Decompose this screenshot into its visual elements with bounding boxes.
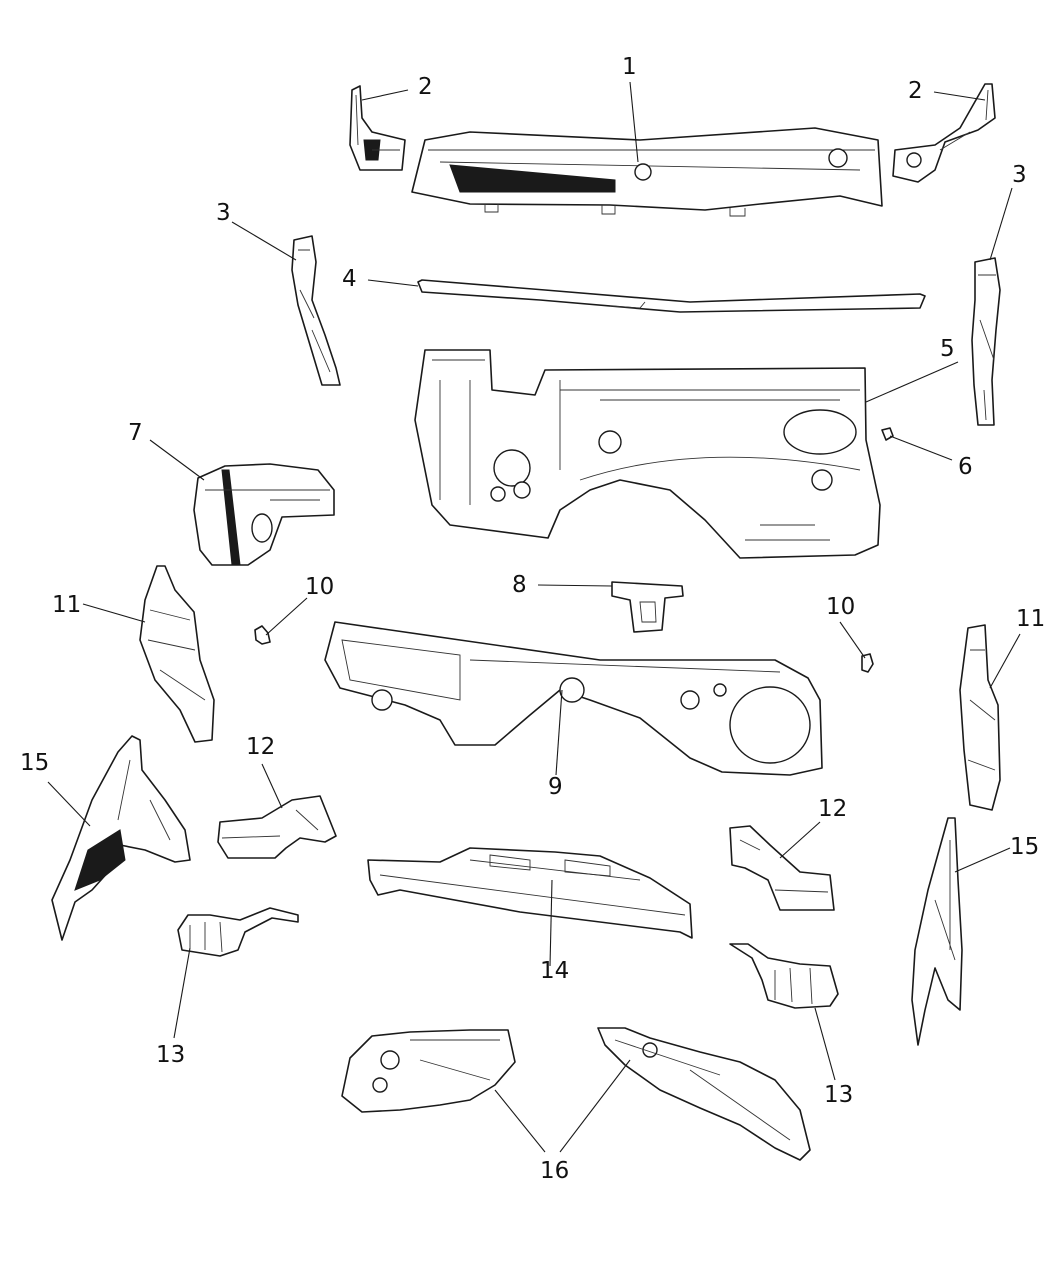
part-12-left-duct[interactable] — [217, 795, 337, 859]
callout-8: 8 — [512, 572, 527, 598]
part-14-crossmember[interactable] — [367, 847, 693, 939]
callout-2-left: 2 — [418, 74, 433, 100]
leader-lines — [47, 81, 1021, 1153]
callout-16: 16 — [540, 1158, 569, 1184]
callout-6: 6 — [958, 454, 973, 480]
part-3-right-duct[interactable] — [971, 257, 1001, 426]
callout-3-left: 3 — [216, 200, 231, 226]
callout-3-right: 3 — [1012, 162, 1027, 188]
callout-1: 1 — [622, 54, 637, 80]
part-10-right-clip[interactable] — [861, 653, 874, 673]
part-12-right-duct[interactable] — [729, 825, 835, 911]
part-4-seal-strip[interactable] — [417, 279, 926, 313]
callout-15-right: 15 — [1010, 834, 1039, 860]
part-6-clip[interactable] — [881, 427, 894, 441]
callout-13-left: 13 — [156, 1042, 185, 1068]
part-5-dash-panel[interactable] — [414, 349, 881, 559]
part-13-right-bracket[interactable] — [729, 943, 839, 1009]
part-7-insulator[interactable] — [193, 463, 335, 566]
callout-11-right: 11 — [1016, 606, 1045, 632]
callout-4: 4 — [342, 266, 357, 292]
callout-9: 9 — [548, 774, 563, 800]
callout-13-right: 13 — [824, 1082, 853, 1108]
part-15-right-liner[interactable] — [911, 817, 963, 1046]
part-15-left-liner[interactable] — [51, 735, 191, 941]
callout-7: 7 — [128, 420, 143, 446]
callout-5: 5 — [940, 336, 955, 362]
callout-10-right: 10 — [826, 594, 855, 620]
callout-12-left: 12 — [246, 734, 275, 760]
callout-2-right: 2 — [908, 78, 923, 104]
part-9-silencer[interactable] — [324, 621, 823, 776]
part-11-left-panel[interactable] — [139, 565, 215, 743]
part-13-left-bracket[interactable] — [177, 907, 299, 957]
callout-10-left: 10 — [305, 574, 334, 600]
callout-15-left: 15 — [20, 750, 49, 776]
part-2-right-bracket[interactable] — [892, 83, 996, 183]
part-11-right-panel[interactable] — [959, 624, 1001, 811]
callout-14: 14 — [540, 958, 569, 984]
part-3-left-duct[interactable] — [291, 235, 341, 386]
part-2-left-bracket[interactable] — [349, 85, 406, 171]
part-16-left-reinforcement[interactable] — [341, 1029, 516, 1113]
part-8-bracket[interactable] — [611, 581, 684, 633]
part-1-cowl-panel[interactable] — [411, 127, 883, 217]
part-10-left-clip[interactable] — [254, 625, 271, 645]
part-16-right-reinforcement[interactable] — [597, 1027, 811, 1161]
callout-labels: 1 2 2 3 3 4 5 6 7 8 9 10 10 11 11 12 12 … — [20, 54, 1045, 1184]
callout-12-right: 12 — [818, 796, 847, 822]
callout-11-left: 11 — [52, 592, 81, 618]
